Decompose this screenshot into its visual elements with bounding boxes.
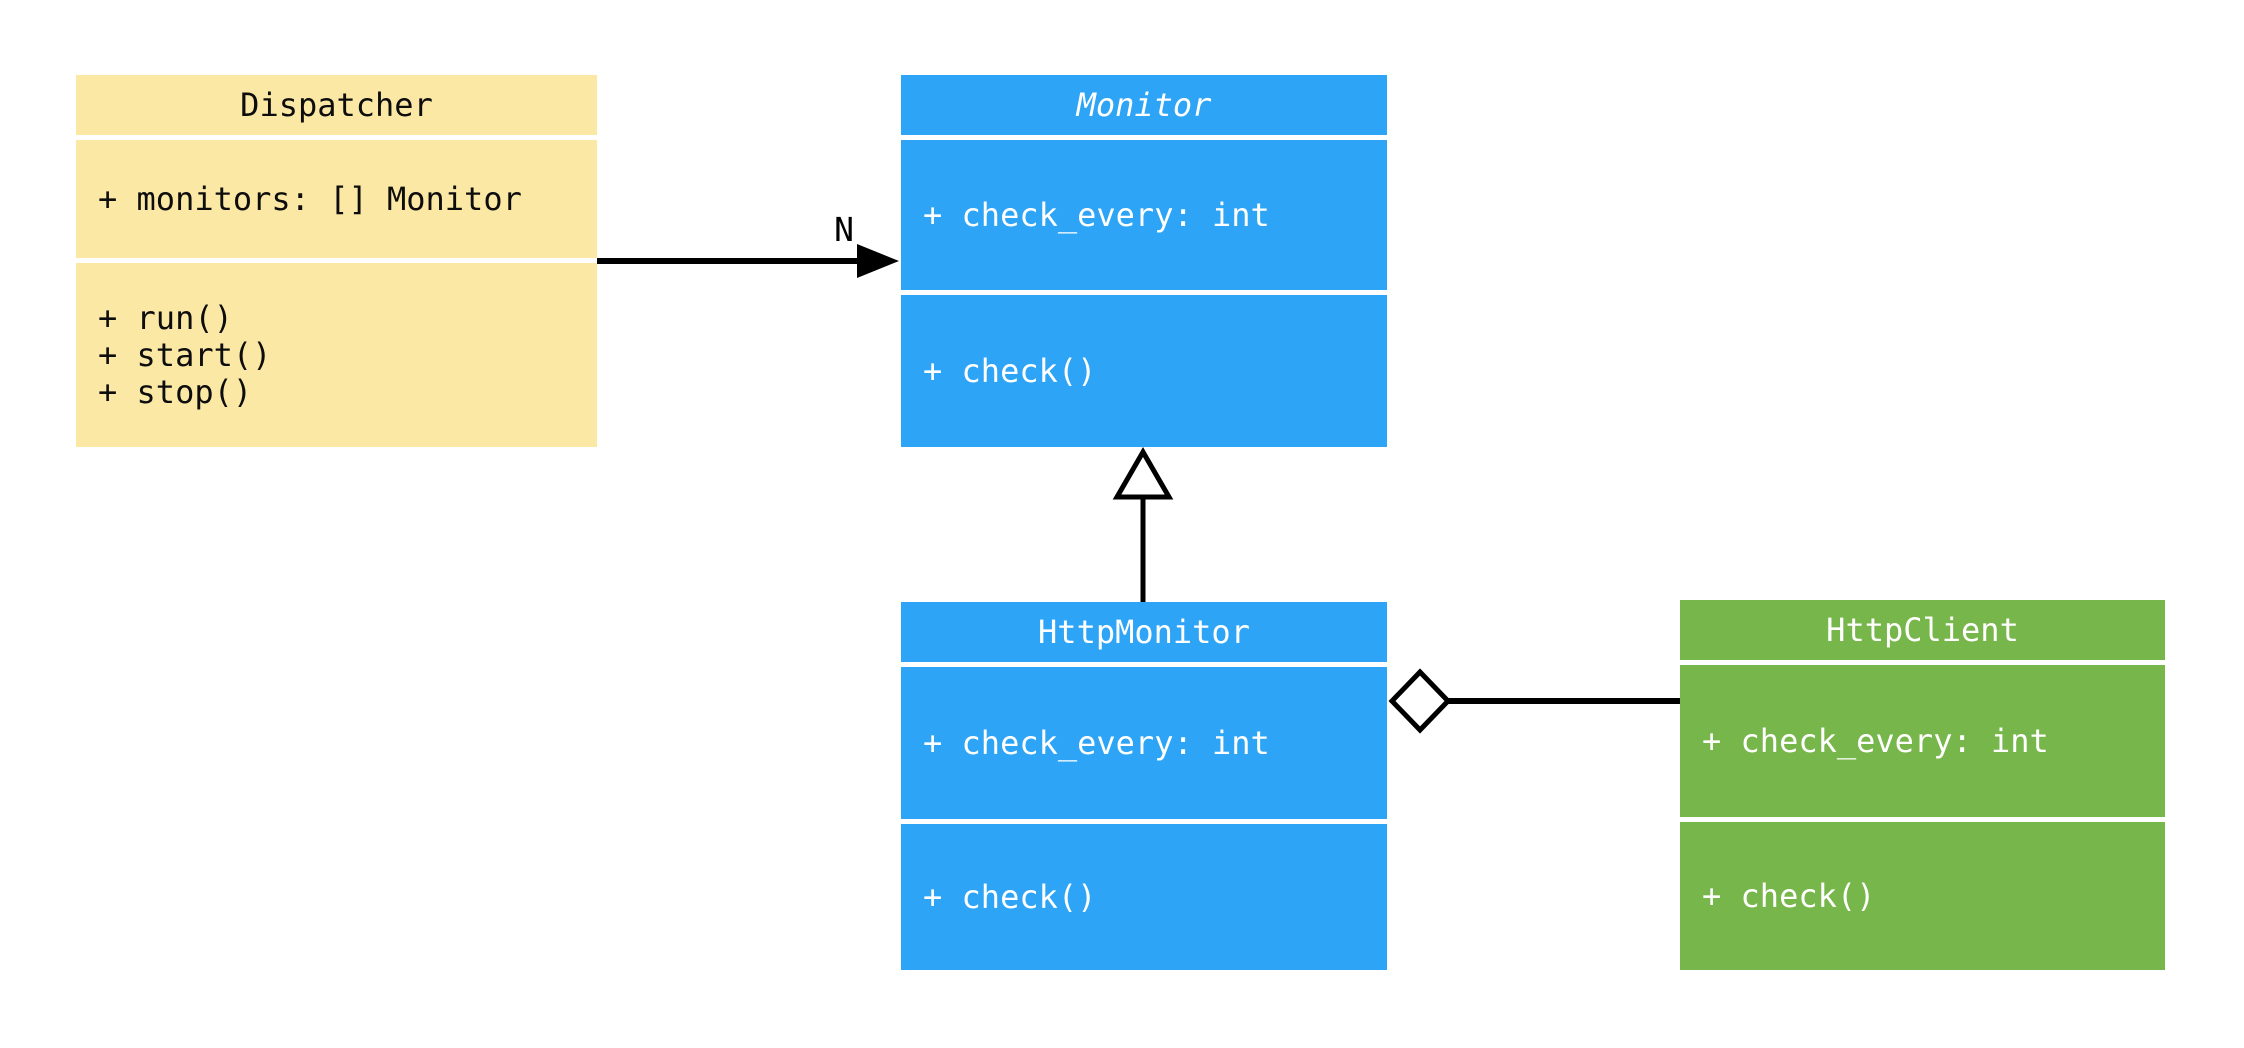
class-methods-dispatcher: + run() + start() + stop() [76, 263, 597, 447]
class-box-httpclient: HttpClient + check_every: int + check() [1680, 600, 2165, 970]
association-edge-dispatcher-monitor [597, 244, 899, 278]
inheritance-edge-httpmonitor-monitor [1112, 447, 1174, 602]
hollow-diamond-icon [1388, 668, 1452, 734]
attribute-line: + check_every: int [923, 195, 1270, 234]
hollow-triangle-icon [1112, 447, 1174, 500]
class-box-monitor: Monitor + check_every: int + check() [901, 75, 1387, 447]
class-methods-httpmonitor: + check() [901, 824, 1387, 970]
class-title-dispatcher: Dispatcher [76, 75, 597, 135]
class-attributes-monitor: + check_every: int [901, 140, 1387, 290]
class-box-httpmonitor: HttpMonitor + check_every: int + check() [901, 602, 1387, 970]
attribute-line: + check_every: int [923, 723, 1270, 762]
method-line: + run() [98, 298, 233, 337]
attribute-line: + check_every: int [1702, 721, 2049, 760]
class-methods-monitor: + check() [901, 295, 1387, 447]
class-methods-httpclient: + check() [1680, 822, 2165, 970]
class-attributes-httpmonitor: + check_every: int [901, 667, 1387, 819]
class-attributes-httpclient: + check_every: int [1680, 665, 2165, 817]
class-attributes-dispatcher: + monitors: [] Monitor [76, 140, 597, 258]
class-title-httpclient: HttpClient [1680, 600, 2165, 660]
attribute-line: + monitors: [] Monitor [98, 179, 522, 218]
multiplicity-label: N [834, 210, 854, 249]
method-line: + start() [98, 335, 272, 374]
aggregation-edge-httpmonitor-httpclient [1388, 668, 1680, 734]
method-line: + check() [1702, 876, 1876, 915]
method-line: + stop() [98, 372, 253, 411]
class-title-monitor: Monitor [901, 75, 1387, 135]
class-title-httpmonitor: HttpMonitor [901, 602, 1387, 662]
filled-arrowhead-icon [857, 244, 899, 278]
method-line: + check() [923, 351, 1097, 390]
method-line: + check() [923, 877, 1097, 916]
class-box-dispatcher: Dispatcher + monitors: [] Monitor + run(… [76, 75, 597, 447]
